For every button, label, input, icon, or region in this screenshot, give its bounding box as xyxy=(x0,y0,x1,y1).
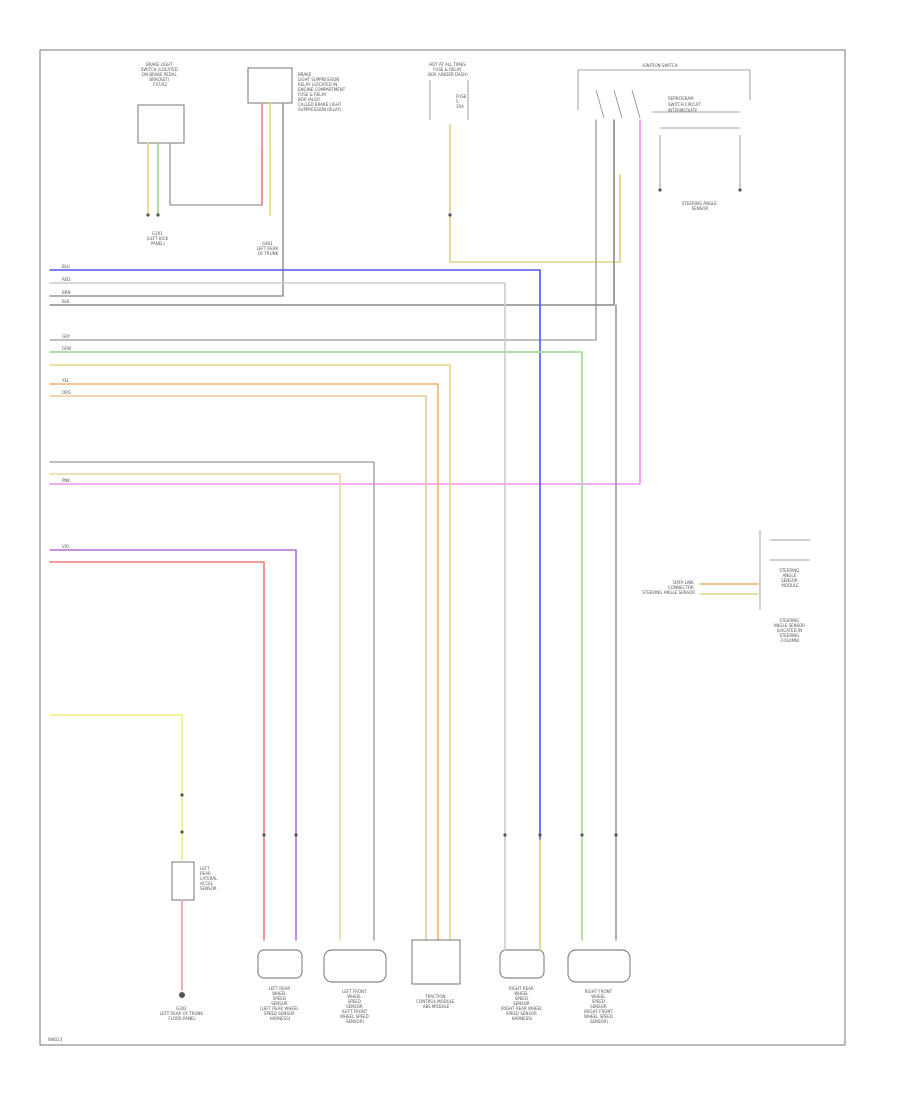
abs-module-label: TRACTION CONTROL MODULE ABS MODULE xyxy=(416,994,455,1009)
svg-text:BRN: BRN xyxy=(62,290,71,295)
wire-ign-gry xyxy=(49,119,597,341)
wire-relay-gry xyxy=(49,102,284,297)
wire-bus-yellow1 xyxy=(49,364,451,941)
right-rear-wheel-sensor-label: RIGHT REAR WHEEL SPEED SENSOR (RIGHT REA… xyxy=(501,986,544,1021)
fuse-box-label: HOT AT ALL TIMES FUSE & RELAY BOX (UNDER… xyxy=(428,62,468,77)
steering-module-bracket xyxy=(759,530,810,610)
suppression-relay-box xyxy=(247,67,293,104)
diagram-frame xyxy=(39,49,846,1046)
svg-text:GRN: GRN xyxy=(62,346,71,351)
wire-bus-blue xyxy=(49,269,541,841)
svg-text:GRY: GRY xyxy=(62,334,71,339)
ignition-items-label: REPROGRAM SWITCH CIRCUIT INTERMEDIATE xyxy=(668,96,702,113)
ignition-right-leg xyxy=(659,135,741,190)
steering-module-sub-label: STEERING ANGLE SENSOR (LOCATED IN STEERI… xyxy=(774,618,807,643)
left-rear-wheel-sensor-box xyxy=(257,949,303,979)
wire-bus-orange2 xyxy=(49,395,427,941)
ground-g302-label: G302 LEFT REAR OF TRUNK FLOOR PANEL xyxy=(160,1006,205,1021)
wire-bus-yellow2 xyxy=(49,473,341,941)
left-front-wheel-sensor-box xyxy=(323,949,387,983)
right-front-wheel-sensor-box xyxy=(567,949,631,983)
fuse-box-outline xyxy=(429,80,469,120)
svg-text:ORG: ORG xyxy=(62,390,71,395)
brake-switch-box xyxy=(137,104,185,144)
svg-text:BLK: BLK xyxy=(62,299,70,304)
connector-markers xyxy=(146,188,742,837)
brake-switch-label: BRAKE LIGHT SWITCH (LOCATED ON BRAKE PED… xyxy=(141,62,179,87)
svg-text:YEL: YEL xyxy=(61,378,70,383)
wire-bus-yellow3 xyxy=(49,714,183,861)
wire-bus-green xyxy=(49,351,583,941)
left-rear-wheel-sensor-label: LEFT REAR WHEEL SPEED SENSOR (LEFT REAR … xyxy=(260,986,300,1021)
wire-bus-orange1 xyxy=(49,383,439,941)
svg-text:PNK: PNK xyxy=(62,478,70,483)
svg-text:VIO: VIO xyxy=(62,544,69,549)
wire-bus-red xyxy=(49,561,265,941)
svg-text:BLU: BLU xyxy=(62,264,70,269)
ground-g302-symbol xyxy=(179,992,185,998)
lateral-accel-sensor-box xyxy=(171,861,195,901)
wire-bus-gray3 xyxy=(49,461,375,941)
fuse-small-label: FUSE 5 10A xyxy=(456,94,468,109)
footer-code: W8023 xyxy=(48,1037,63,1042)
lateral-accel-sensor-label: LEFT REAR LATERAL ACCEL SENSOR xyxy=(200,866,219,891)
brake-light-switch: BRAKE LIGHT SWITCH (LOCATED ON BRAKE PED… xyxy=(137,62,185,144)
left-front-wheel-sensor-label: LEFT FRONT WHEEL SPEED SENSOR (LEFT FRON… xyxy=(340,989,370,1024)
abs-module-box xyxy=(411,939,461,985)
steering-module-label: STEERING ANGLE SENSOR MODULE xyxy=(779,568,800,588)
ignition-switch-outline xyxy=(577,69,751,110)
connector-g201-label: G201 (LEFT KICK PANEL) xyxy=(147,231,170,246)
ground-g401-label: G401 LEFT REAR OF TRUNK xyxy=(257,241,280,256)
right-front-wheel-sensor-label: RIGHT FRONT WHEEL SPEED SENSOR (RIGHT FR… xyxy=(584,989,614,1024)
wire-brake-switch-3 xyxy=(169,142,263,206)
wire-bus-lightgray xyxy=(49,282,506,841)
svg-text:RED: RED xyxy=(62,277,70,282)
ignition-contacts xyxy=(595,89,740,129)
wire-row-labels: BLU RED BRN BLK GRY GRN YEL ORG PNK VIO xyxy=(61,264,71,549)
wire-ign-blk xyxy=(49,119,615,306)
wire-ign-pnk xyxy=(49,119,641,485)
data-link-label: DATA LINK CONNECTOR STEERING ANGLE SENSO… xyxy=(642,580,695,595)
ignition-switch-label: IGNITION SWITCH xyxy=(642,63,677,68)
suppression-relay-label: BRAKE LIGHT SUPPRESSION RELAY (LOCATED I… xyxy=(298,72,347,112)
steer-module-label: STEERING ANGLE SENSOR xyxy=(682,201,718,211)
wire-fuse-yel xyxy=(449,124,621,263)
wire-bus-violet xyxy=(49,549,297,941)
right-rear-wheel-sensor-box xyxy=(499,949,545,979)
